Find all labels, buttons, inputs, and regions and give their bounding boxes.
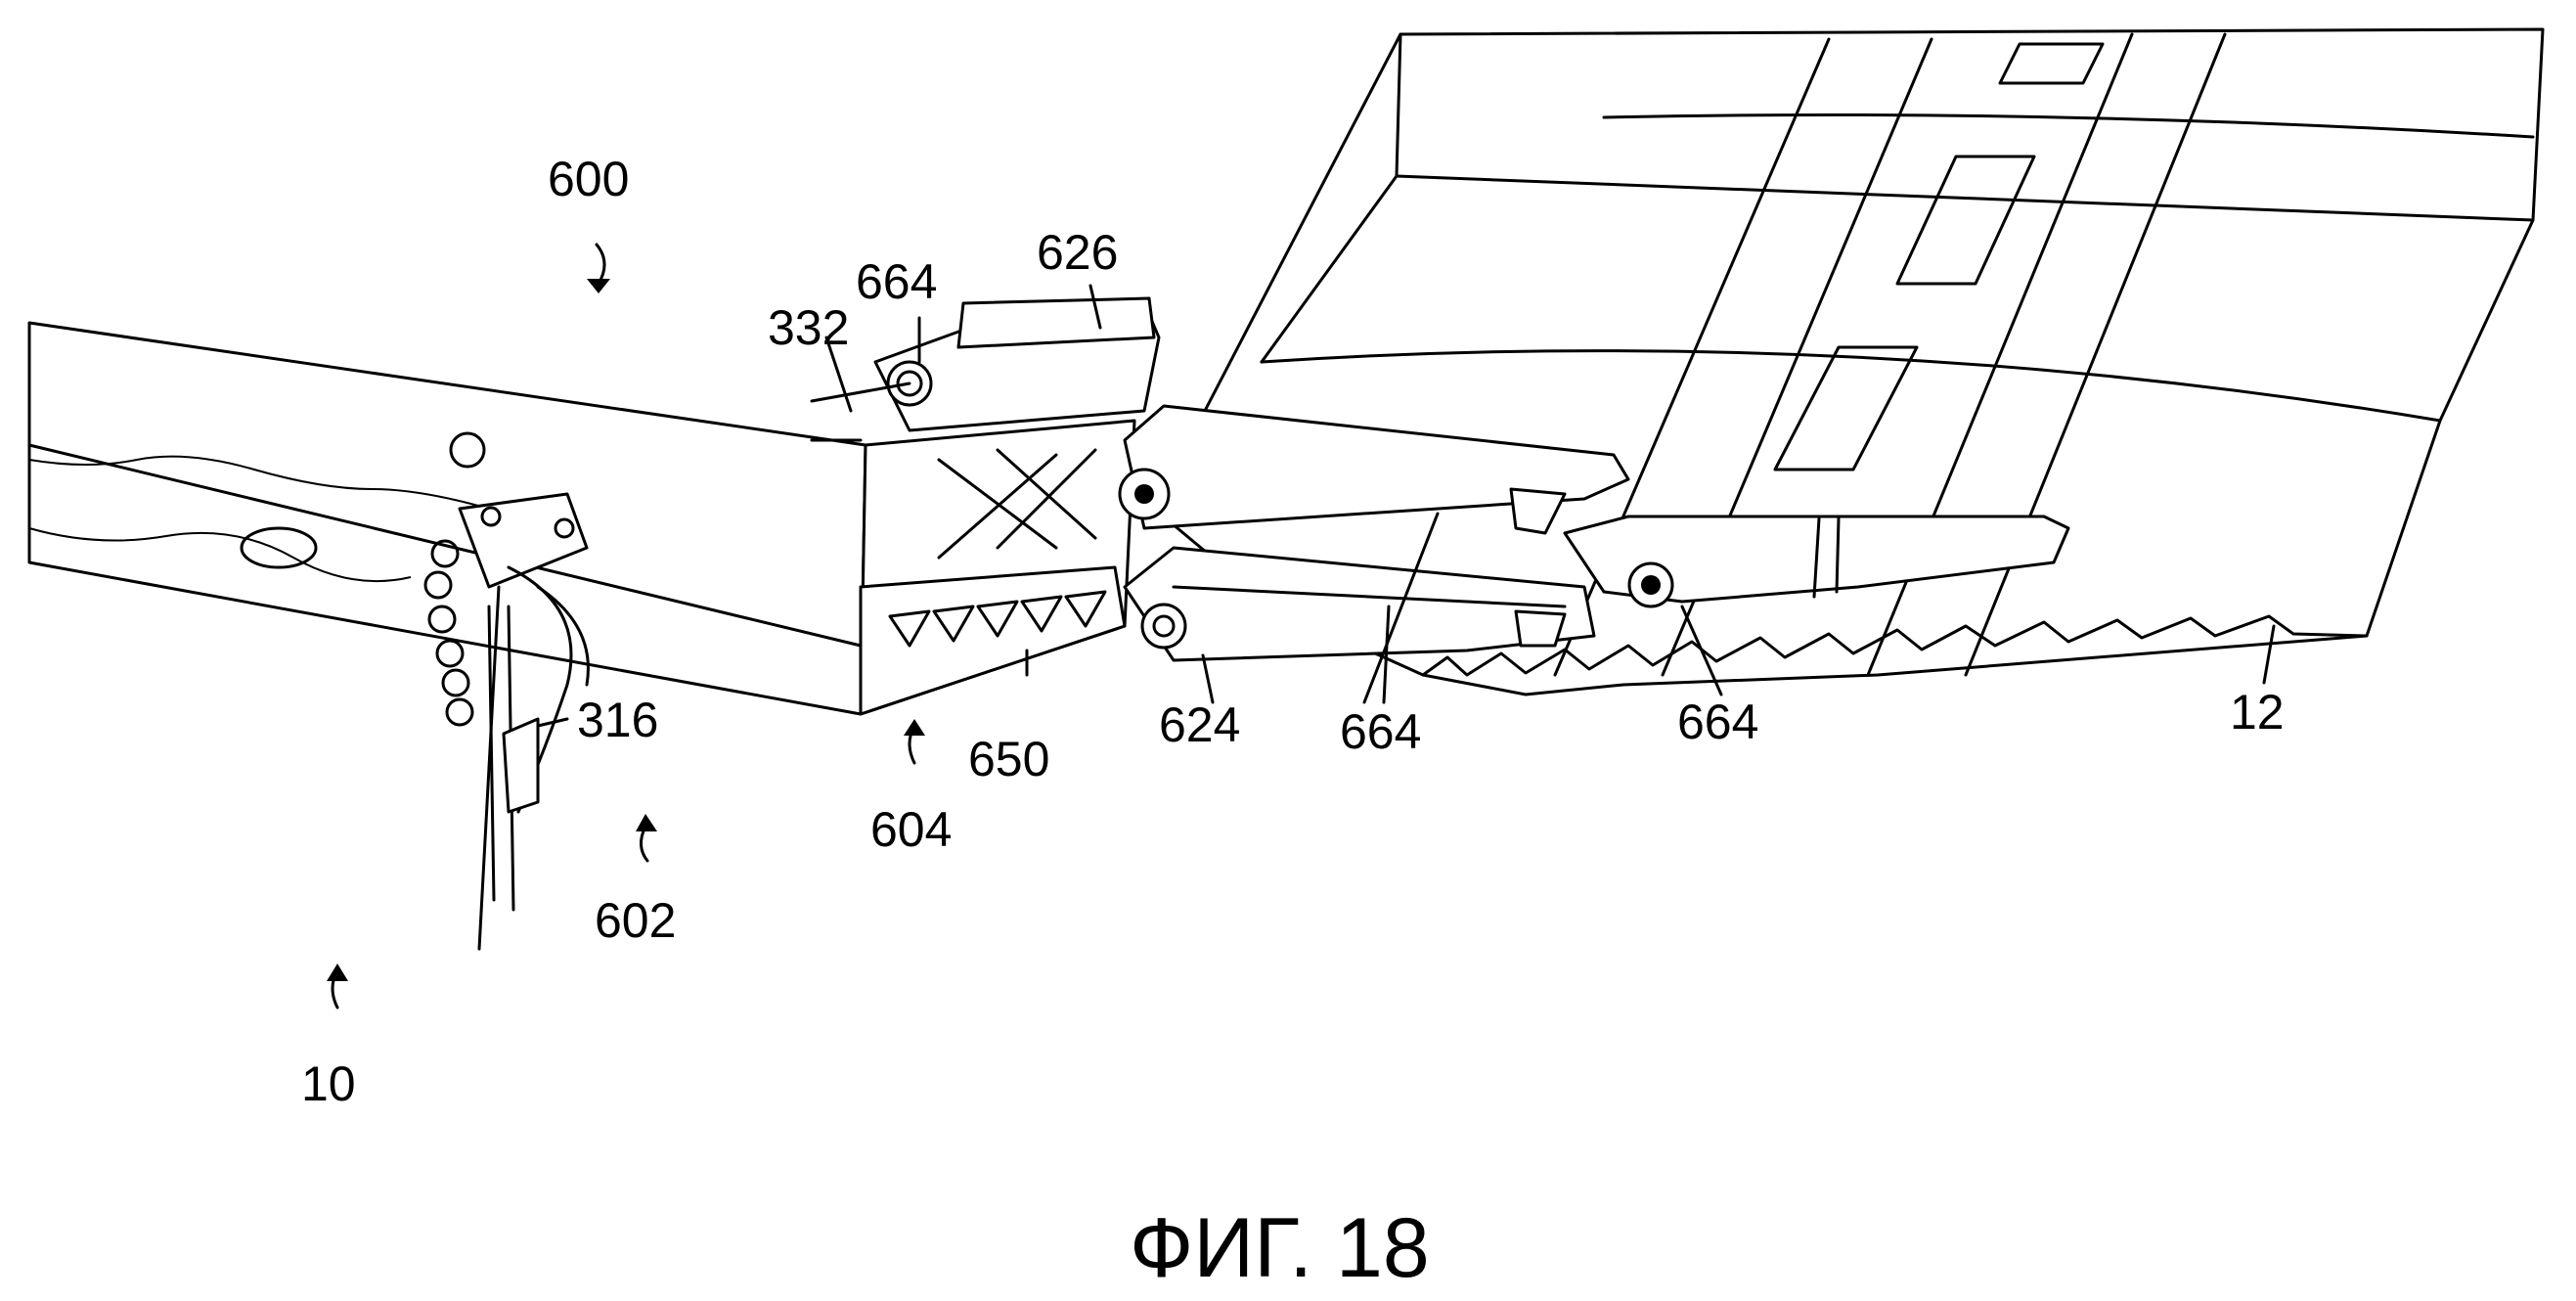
label-602: 602: [595, 893, 676, 948]
reference-labels: 600 664 626 332 316 602 604 650 624 664 …: [301, 152, 2285, 1111]
hinge-bracket-assembly: [423, 492, 590, 951]
wing-panel: [1152, 27, 2545, 696]
label-12: 12: [2230, 685, 2285, 740]
label-650: 650: [968, 732, 1049, 786]
label-10: 10: [301, 1056, 356, 1111]
label-664-right: 664: [1677, 695, 1758, 749]
upper-actuator-arm: [1118, 404, 1630, 535]
label-626: 626: [1037, 225, 1118, 280]
label-604: 604: [870, 802, 952, 857]
boom-beam: [27, 321, 867, 716]
label-624: 624: [1159, 697, 1240, 752]
lower-actuator-arm: [1123, 546, 1596, 662]
label-316: 316: [577, 693, 658, 747]
leader-lines: [327, 243, 2276, 1009]
truss-assembly: [859, 419, 1136, 716]
label-600: 600: [548, 152, 629, 206]
label-664-middle: 664: [1340, 704, 1421, 759]
label-332: 332: [768, 300, 849, 355]
right-actuator-arm: [1563, 515, 2070, 608]
label-664-top: 664: [856, 254, 937, 309]
upper-link-bracket: [810, 296, 1161, 432]
figure-caption: ФИГ. 18: [1130, 1201, 1430, 1295]
